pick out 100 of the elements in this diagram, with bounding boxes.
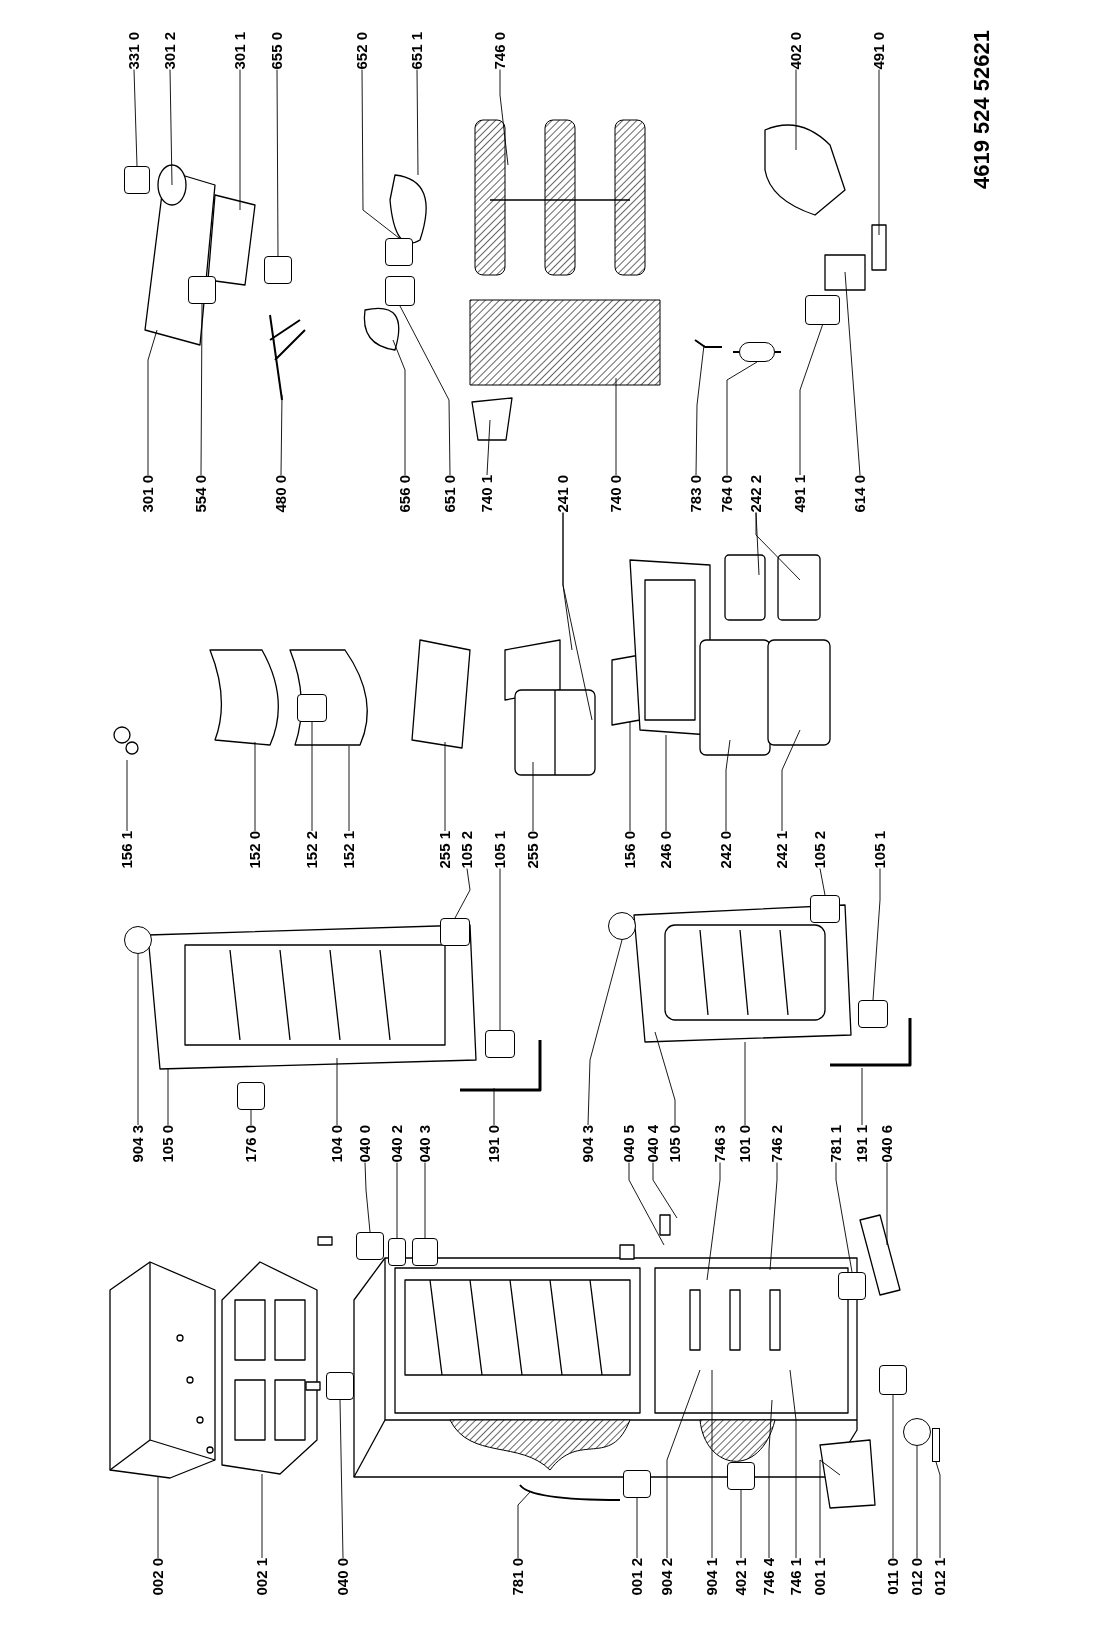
part-block bbox=[879, 1365, 907, 1395]
part-number: 740 1 bbox=[478, 475, 496, 513]
leader-line bbox=[799, 324, 823, 476]
leader-line bbox=[615, 377, 617, 476]
part-number: 781 1 bbox=[827, 1125, 845, 1163]
leader-line bbox=[364, 1162, 371, 1233]
leader-line bbox=[844, 271, 861, 476]
part-number: 152 0 bbox=[246, 831, 264, 869]
leader-line bbox=[562, 512, 593, 721]
part-number: 746 2 bbox=[768, 1125, 786, 1163]
leader-line bbox=[861, 1067, 863, 1126]
leader-line bbox=[744, 1041, 746, 1126]
part-number: 040 2 bbox=[388, 1125, 406, 1163]
leader-line bbox=[517, 1491, 531, 1559]
part-number: 152 1 bbox=[340, 831, 358, 869]
part-number: 242 1 bbox=[773, 831, 791, 869]
leader-line bbox=[239, 69, 241, 211]
part-number: 331 0 bbox=[125, 32, 143, 70]
leader-line bbox=[276, 69, 279, 257]
leader-line bbox=[157, 1476, 159, 1559]
part-number: 652 0 bbox=[353, 32, 371, 70]
leader-line bbox=[339, 1399, 344, 1559]
leader-line bbox=[629, 721, 631, 832]
part-number: 002 1 bbox=[253, 1558, 271, 1596]
part-number: 656 0 bbox=[396, 475, 414, 513]
part-number: 242 2 bbox=[747, 475, 765, 513]
leader-line bbox=[789, 1369, 797, 1559]
leader-line bbox=[654, 1031, 676, 1126]
part-number: 402 0 bbox=[787, 32, 805, 70]
leader-line bbox=[666, 1369, 701, 1559]
leader-line bbox=[628, 1162, 665, 1246]
part-block bbox=[385, 238, 413, 266]
part-block bbox=[805, 295, 840, 325]
part-number: 002 0 bbox=[149, 1558, 167, 1596]
leader-line bbox=[133, 69, 138, 167]
leader-line bbox=[348, 745, 350, 832]
leader-line bbox=[486, 419, 491, 476]
part-number: 104 0 bbox=[328, 1125, 346, 1163]
part-number: 904 3 bbox=[129, 1125, 147, 1163]
part-block bbox=[264, 256, 292, 284]
leader-line bbox=[695, 344, 705, 476]
part-number: 746 3 bbox=[711, 1125, 729, 1163]
leader-line bbox=[706, 1162, 721, 1281]
leader-line bbox=[892, 1394, 894, 1559]
leader-line bbox=[280, 394, 283, 476]
leader-line bbox=[147, 329, 158, 476]
part-number: 781 0 bbox=[509, 1558, 527, 1596]
part-number: 152 2 bbox=[303, 831, 321, 869]
pin-part bbox=[932, 1428, 940, 1462]
part-number: 176 0 bbox=[242, 1125, 260, 1163]
leader-line bbox=[636, 1497, 638, 1559]
part-number: 904 2 bbox=[658, 1558, 676, 1596]
part-number: 480 0 bbox=[272, 475, 290, 513]
drawing-number: 4619 524 52621 bbox=[969, 30, 995, 190]
part-block bbox=[623, 1470, 651, 1498]
leader-line bbox=[768, 1399, 773, 1559]
part-number: 655 0 bbox=[268, 32, 286, 70]
part-block bbox=[440, 918, 470, 946]
part-number: 746 4 bbox=[760, 1558, 778, 1596]
part-number: 491 1 bbox=[791, 475, 809, 513]
part-number: 105 2 bbox=[811, 831, 829, 869]
leader-line bbox=[200, 303, 203, 476]
part-number: 040 3 bbox=[416, 1125, 434, 1163]
part-block bbox=[356, 1232, 384, 1260]
part-number: 301 1 bbox=[231, 32, 249, 70]
part-number: 156 1 bbox=[118, 831, 136, 869]
leader-line bbox=[392, 339, 406, 476]
part-number: 614 0 bbox=[851, 475, 869, 513]
part-block bbox=[388, 1238, 406, 1266]
part-number: 255 1 bbox=[436, 831, 454, 869]
part-number: 156 0 bbox=[621, 831, 639, 869]
leader-line bbox=[137, 953, 139, 1126]
part-number: 764 0 bbox=[718, 475, 736, 513]
leader-line bbox=[499, 69, 509, 166]
part-number: 001 1 bbox=[811, 1558, 829, 1596]
part-number: 740 0 bbox=[607, 475, 625, 513]
leader-line bbox=[819, 868, 826, 896]
leader-line bbox=[250, 1109, 252, 1126]
part-number: 012 1 bbox=[931, 1558, 949, 1596]
part-block bbox=[297, 694, 327, 722]
leader-line bbox=[532, 761, 534, 832]
leader-line bbox=[444, 741, 446, 832]
part-number: 491 0 bbox=[870, 32, 888, 70]
leader-line bbox=[740, 1489, 742, 1559]
leader-line bbox=[781, 729, 801, 832]
leader-line bbox=[169, 69, 173, 186]
part-number: 255 0 bbox=[524, 831, 542, 869]
part-number: 246 0 bbox=[657, 831, 675, 869]
part-number: 040 6 bbox=[878, 1125, 896, 1163]
part-block bbox=[237, 1082, 265, 1110]
part-number: 402 1 bbox=[732, 1558, 750, 1596]
leader-line bbox=[878, 69, 880, 236]
part-number: 746 1 bbox=[787, 1558, 805, 1596]
part-number: 554 0 bbox=[192, 475, 210, 513]
part-number: 040 4 bbox=[644, 1125, 662, 1163]
part-number: 012 0 bbox=[908, 1558, 926, 1596]
part-number: 040 0 bbox=[356, 1125, 374, 1163]
round-part bbox=[739, 342, 775, 362]
part-number: 001 2 bbox=[628, 1558, 646, 1596]
leader-line bbox=[261, 1473, 263, 1559]
